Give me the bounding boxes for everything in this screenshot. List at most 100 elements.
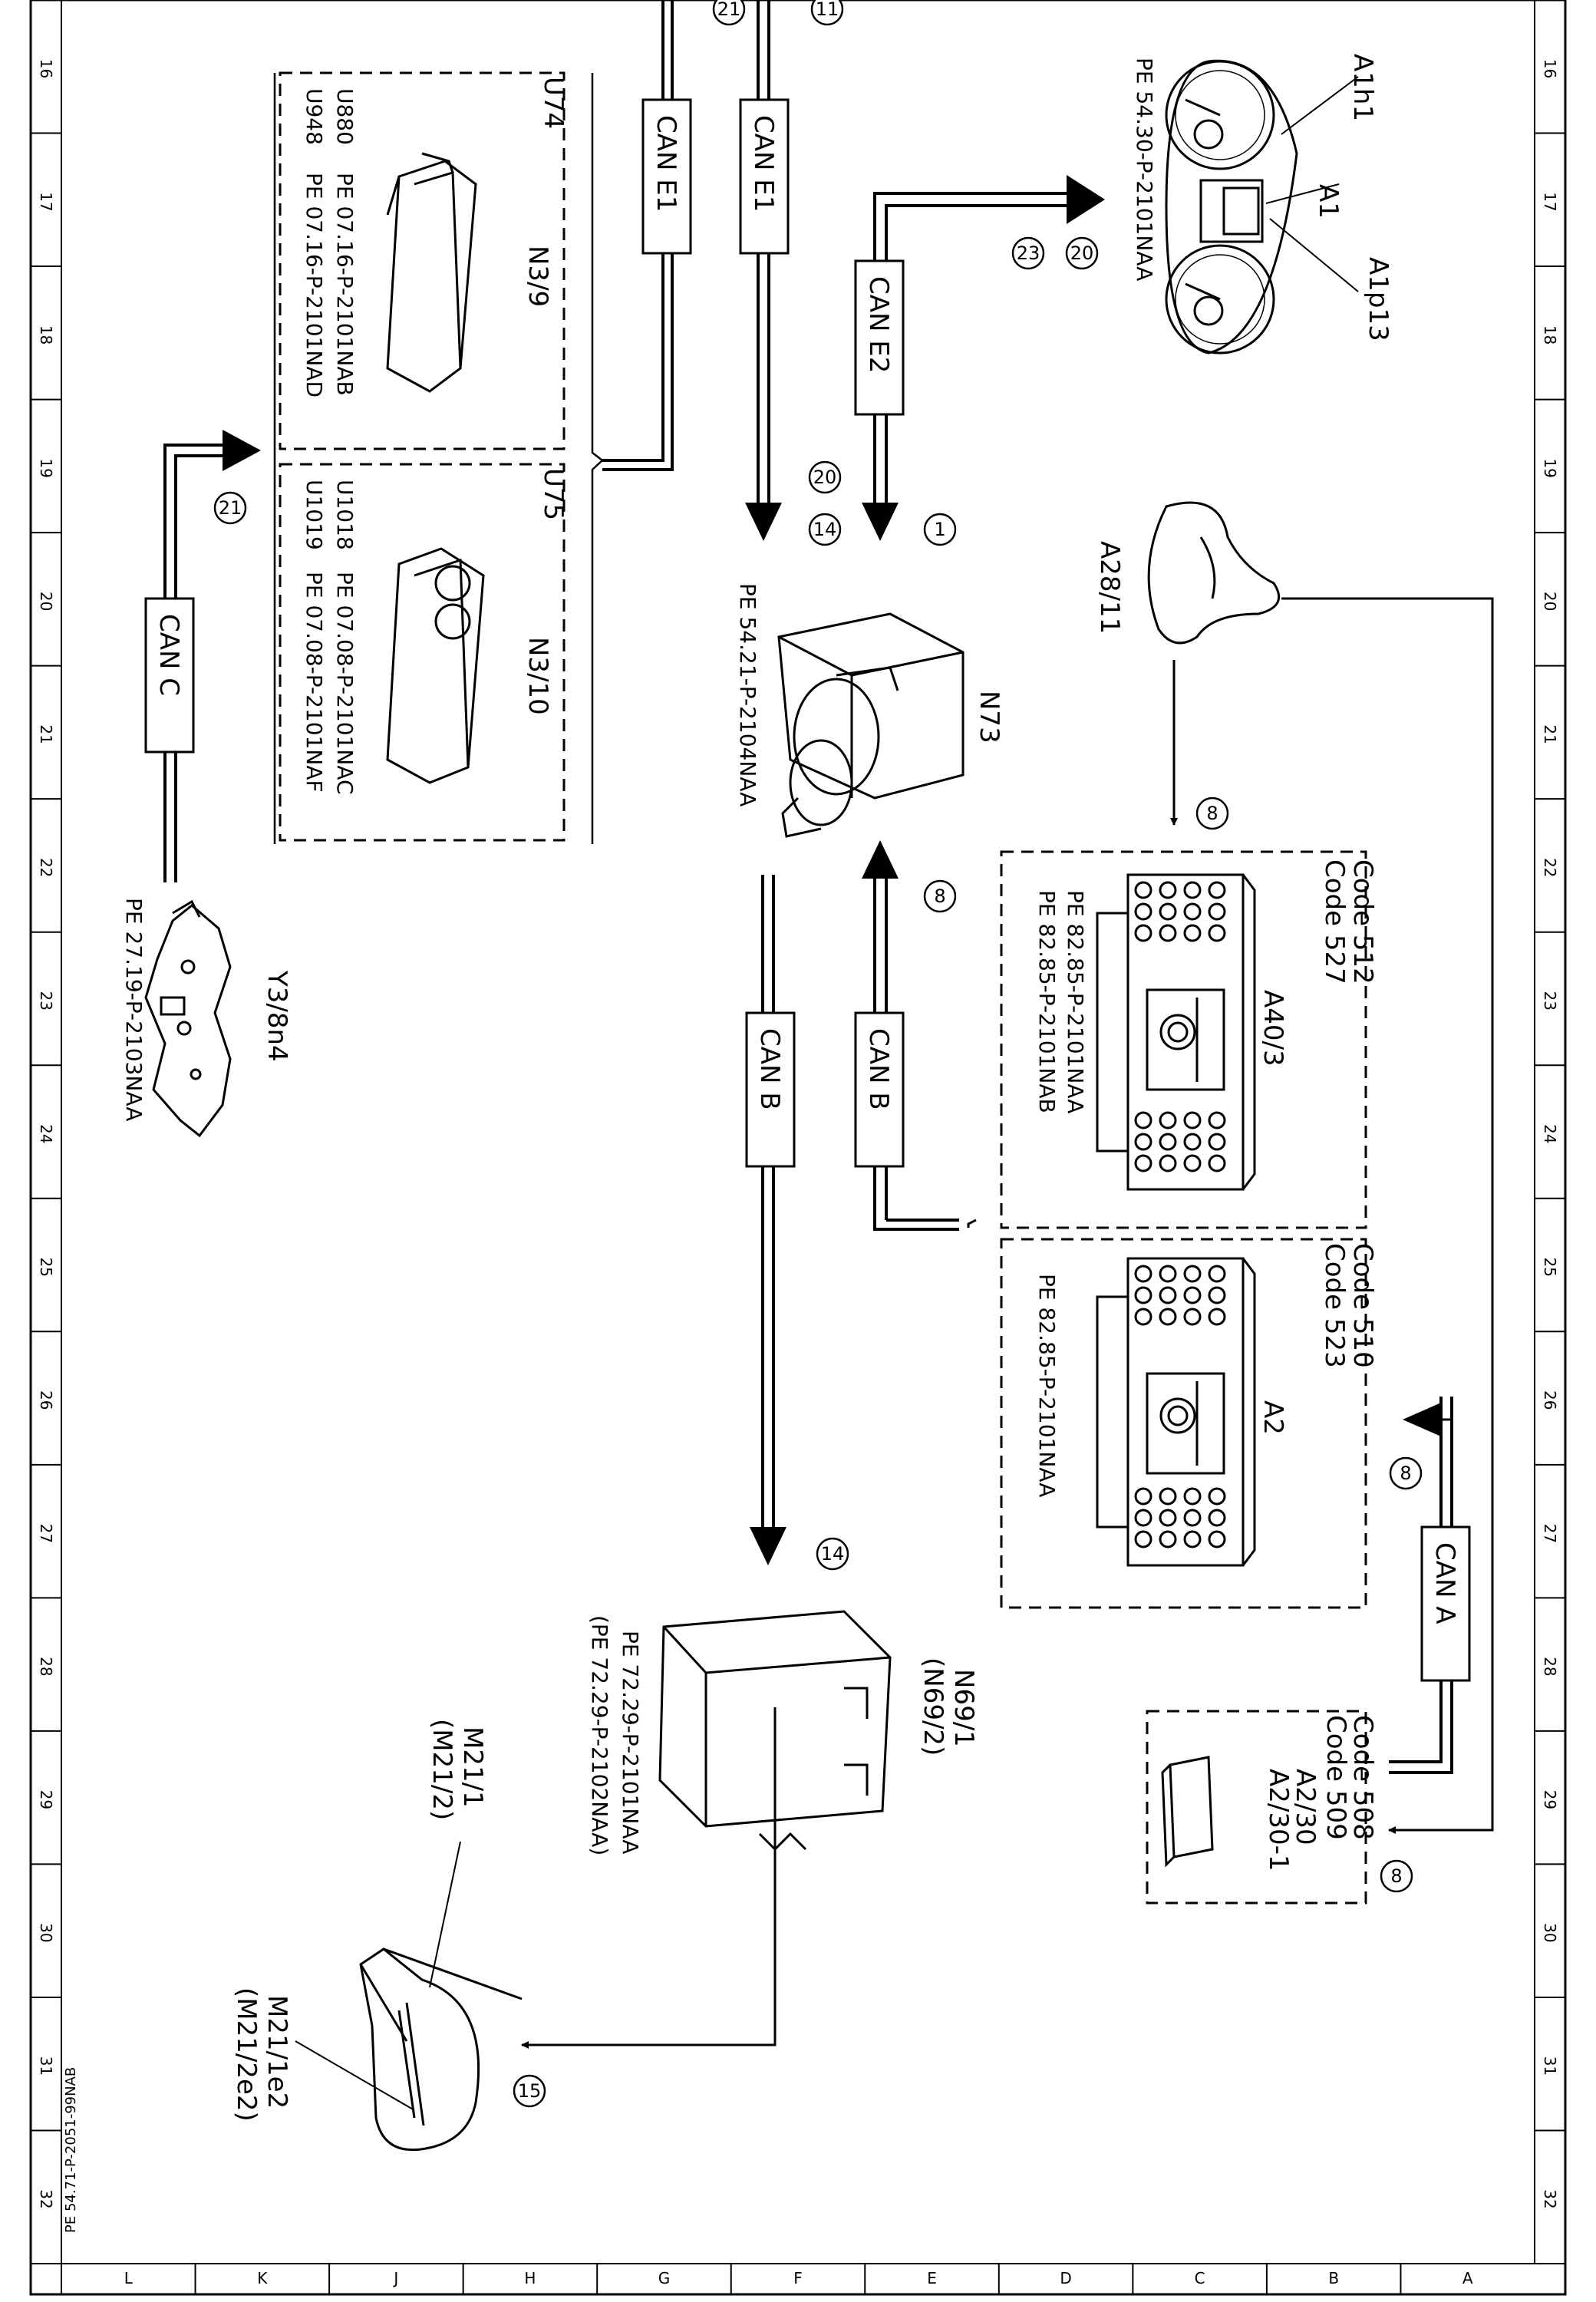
preset-button	[1208, 1265, 1226, 1283]
label-u74: U74	[538, 77, 569, 129]
label-u75: U75	[538, 468, 569, 520]
preset-button	[1208, 1530, 1226, 1548]
preset-button	[1208, 1509, 1226, 1527]
label-n3-10: N3/10	[523, 637, 553, 715]
preset-button	[1134, 1509, 1152, 1527]
valve-body-y3-8n4	[144, 899, 232, 1138]
document-id: PE 54.71-P-2051-99NAB	[63, 2067, 79, 2233]
ref-a2: PE 82.85-P-2101NAA	[1034, 1274, 1060, 1497]
preset-button	[1183, 1530, 1202, 1548]
svg-text:14: 14	[813, 519, 837, 540]
column-label: F	[793, 2269, 803, 2287]
preset-button	[1159, 1530, 1177, 1548]
preset-button	[1208, 1154, 1226, 1172]
row-label: 20	[1541, 592, 1559, 611]
ref-a40-3-2: PE 82.85-P-2101NAB	[1034, 890, 1060, 1113]
ecu-n3-9	[386, 152, 477, 393]
row-label: 21	[1541, 724, 1559, 744]
preset-button	[1183, 924, 1202, 942]
svg-text:11: 11	[816, 0, 839, 20]
connector-21-top: 21	[712, 0, 746, 26]
row-label: 20	[37, 592, 55, 611]
preset-button	[1208, 1133, 1226, 1151]
row-label: 18	[1541, 325, 1559, 345]
row-label: 17	[37, 192, 55, 211]
row-label: 25	[1541, 1258, 1559, 1277]
preset-button	[1134, 1154, 1152, 1172]
label-u1018: U1018	[332, 480, 358, 550]
svg-text:20: 20	[813, 467, 837, 488]
ref-u880: PE 07.16-P-2101NAB	[332, 173, 358, 396]
preset-button	[1183, 1154, 1202, 1172]
svg-text:20: 20	[1070, 242, 1094, 264]
preset-button	[1159, 1133, 1177, 1151]
label-a1h1: A1h1	[1347, 54, 1378, 121]
preset-button	[1208, 1111, 1226, 1130]
row-label: 32	[1541, 2189, 1559, 2208]
leader-m21-e2	[295, 2040, 415, 2111]
group-u74-u75	[273, 71, 604, 844]
ref-y3-8n4: PE 27.19-P-2103NAA	[121, 898, 147, 1121]
ecu-n3-10	[386, 547, 485, 784]
preset-button	[1159, 881, 1177, 899]
bus-label-can-a: CAN A	[1429, 1542, 1460, 1624]
label-m21-2: (M21/2)	[427, 1719, 457, 1820]
label-n69-2: (N69/2)	[918, 1657, 948, 1756]
head-unit-a2	[1096, 1257, 1256, 1567]
svg-text:21: 21	[219, 497, 242, 519]
label-u948: U948	[302, 88, 327, 145]
connector-23: 23	[1011, 236, 1045, 270]
svg-text:14: 14	[821, 1543, 845, 1565]
preset-button	[1134, 1111, 1152, 1130]
svg-text:21: 21	[717, 0, 741, 20]
label-y3-8n4: Y3/8n4	[262, 970, 292, 1062]
label-code527: Code 527	[1319, 859, 1350, 984]
ref-u1019: PE 07.08-P-2101NAF	[302, 572, 327, 793]
svg-text:8: 8	[1390, 1865, 1402, 1887]
preset-button	[1159, 902, 1177, 921]
preset-button	[1134, 1487, 1152, 1506]
preset-button	[1208, 902, 1226, 921]
column-label: H	[524, 2269, 536, 2287]
label-u1019: U1019	[302, 480, 327, 550]
row-label: 29	[1541, 1790, 1559, 1809]
preset-button	[1134, 1286, 1152, 1304]
bus-label-can-b-right: CAN B	[863, 1028, 894, 1110]
label-a28-11: A28/11	[1094, 541, 1125, 634]
row-label: 17	[1541, 192, 1559, 211]
connector-15: 15	[513, 2074, 546, 2108]
preset-button	[1134, 1308, 1152, 1326]
head-unit-a40-3	[1096, 873, 1256, 1191]
mirror-m21	[359, 1947, 523, 2152]
connector-20-a: 20	[1065, 236, 1099, 270]
label-a2-30-1: A2/30-1	[1263, 1769, 1294, 1872]
label-a1p13: A1p13	[1363, 257, 1393, 341]
label-code510: Code 510	[1347, 1243, 1378, 1368]
preset-button	[1183, 1133, 1202, 1151]
row-label: 29	[37, 1790, 55, 1809]
preset-button	[1159, 924, 1177, 942]
connector-8-a: 8	[1195, 796, 1229, 830]
preset-button	[1134, 1133, 1152, 1151]
preset-button	[1183, 902, 1202, 921]
preset-button	[1159, 1487, 1177, 1506]
row-label: 18	[37, 325, 55, 345]
connector-21-side: 21	[213, 491, 247, 525]
row-label: 24	[37, 1124, 55, 1143]
connector-8-c: 8	[1389, 1456, 1423, 1490]
preset-button	[1159, 1308, 1177, 1326]
label-m21-1e2: M21/1e2	[262, 1995, 292, 2109]
ref-n69-2: (PE 72.29-P-2102NAA)	[587, 1615, 612, 1855]
column-label: K	[257, 2269, 268, 2287]
connector-markers: 21 11 20 23 20 14 1 21 8 8 8 8 14 15	[213, 0, 1423, 2108]
label-n3-9: N3/9	[523, 246, 553, 307]
connector-8-d: 8	[1380, 1859, 1413, 1893]
preset-button	[1183, 1286, 1202, 1304]
preset-button	[1183, 1308, 1202, 1326]
label-u880: U880	[332, 88, 358, 145]
label-a2: A2	[1258, 1400, 1288, 1435]
svg-text:15: 15	[518, 2080, 542, 2102]
svg-text:23: 23	[1017, 242, 1040, 264]
bus-label-can-e1-right: CAN E1	[748, 115, 779, 212]
ref-a40-3-1: PE 82.85-P-2101NAA	[1063, 890, 1088, 1113]
